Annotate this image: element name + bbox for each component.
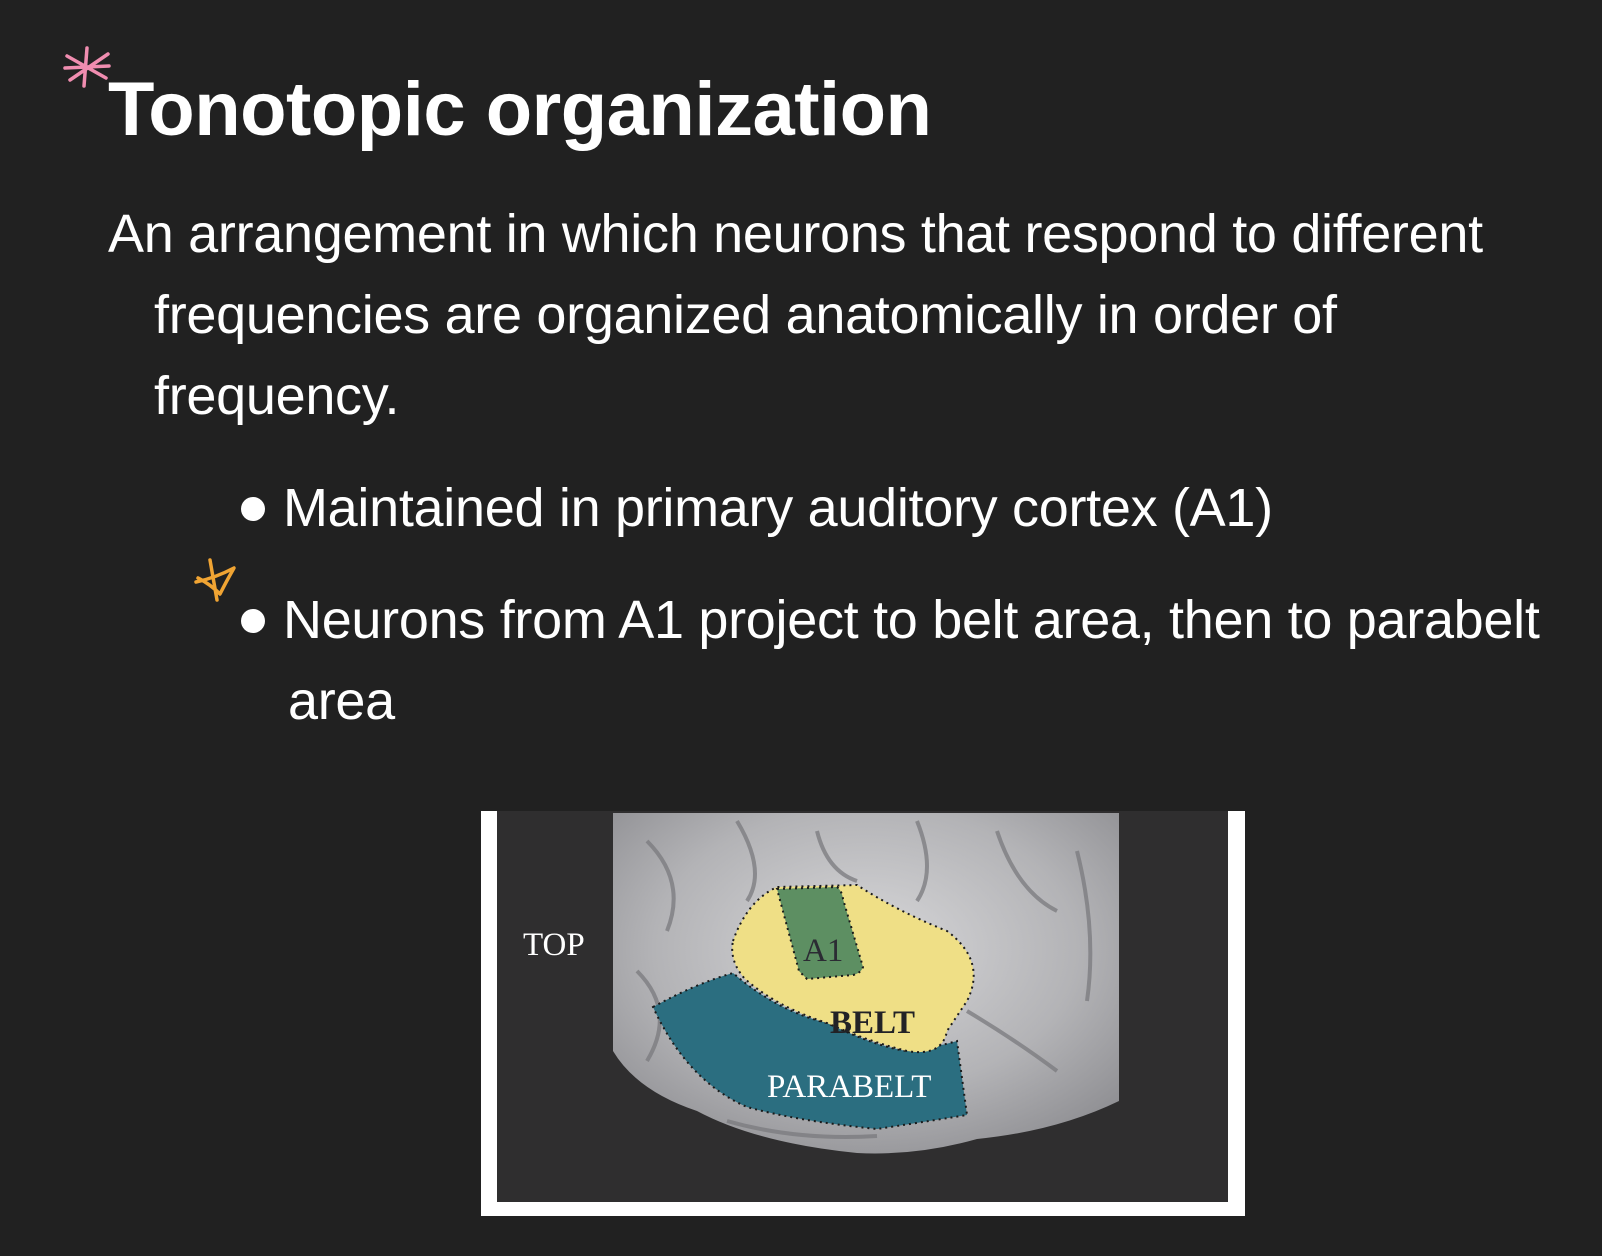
parabelt-label: PARABELT [767,1069,932,1105]
bullet-list: Maintained in primary auditory cortex (A… [198,468,1558,742]
star-doodle-icon [194,558,236,602]
belt-label: BELT [830,1005,916,1041]
a1-label: A1 [803,933,844,969]
definition-text: An arrangement in which neurons that res… [108,204,1483,426]
brain-illustration [613,813,1119,1154]
figure-canvas: TOP A1 BELT PARABELT [497,811,1228,1202]
orientation-label: TOP [523,927,585,963]
bullet-dot-icon [241,496,265,521]
bullet-text: Maintained in primary auditory cortex (A… [283,478,1273,538]
slide-title: Tonotopic organization [108,67,932,152]
bullet-item: Neurons from A1 project to belt area, th… [198,580,1558,742]
bullet-item: Maintained in primary auditory cortex (A… [198,468,1558,549]
bullet-dot-icon [241,608,265,633]
auditory-cortex-figure: TOP A1 BELT PARABELT [481,811,1245,1216]
asterisk-doodle-icon [63,46,111,88]
bullet-text: Neurons from A1 project to belt area, th… [283,590,1540,731]
